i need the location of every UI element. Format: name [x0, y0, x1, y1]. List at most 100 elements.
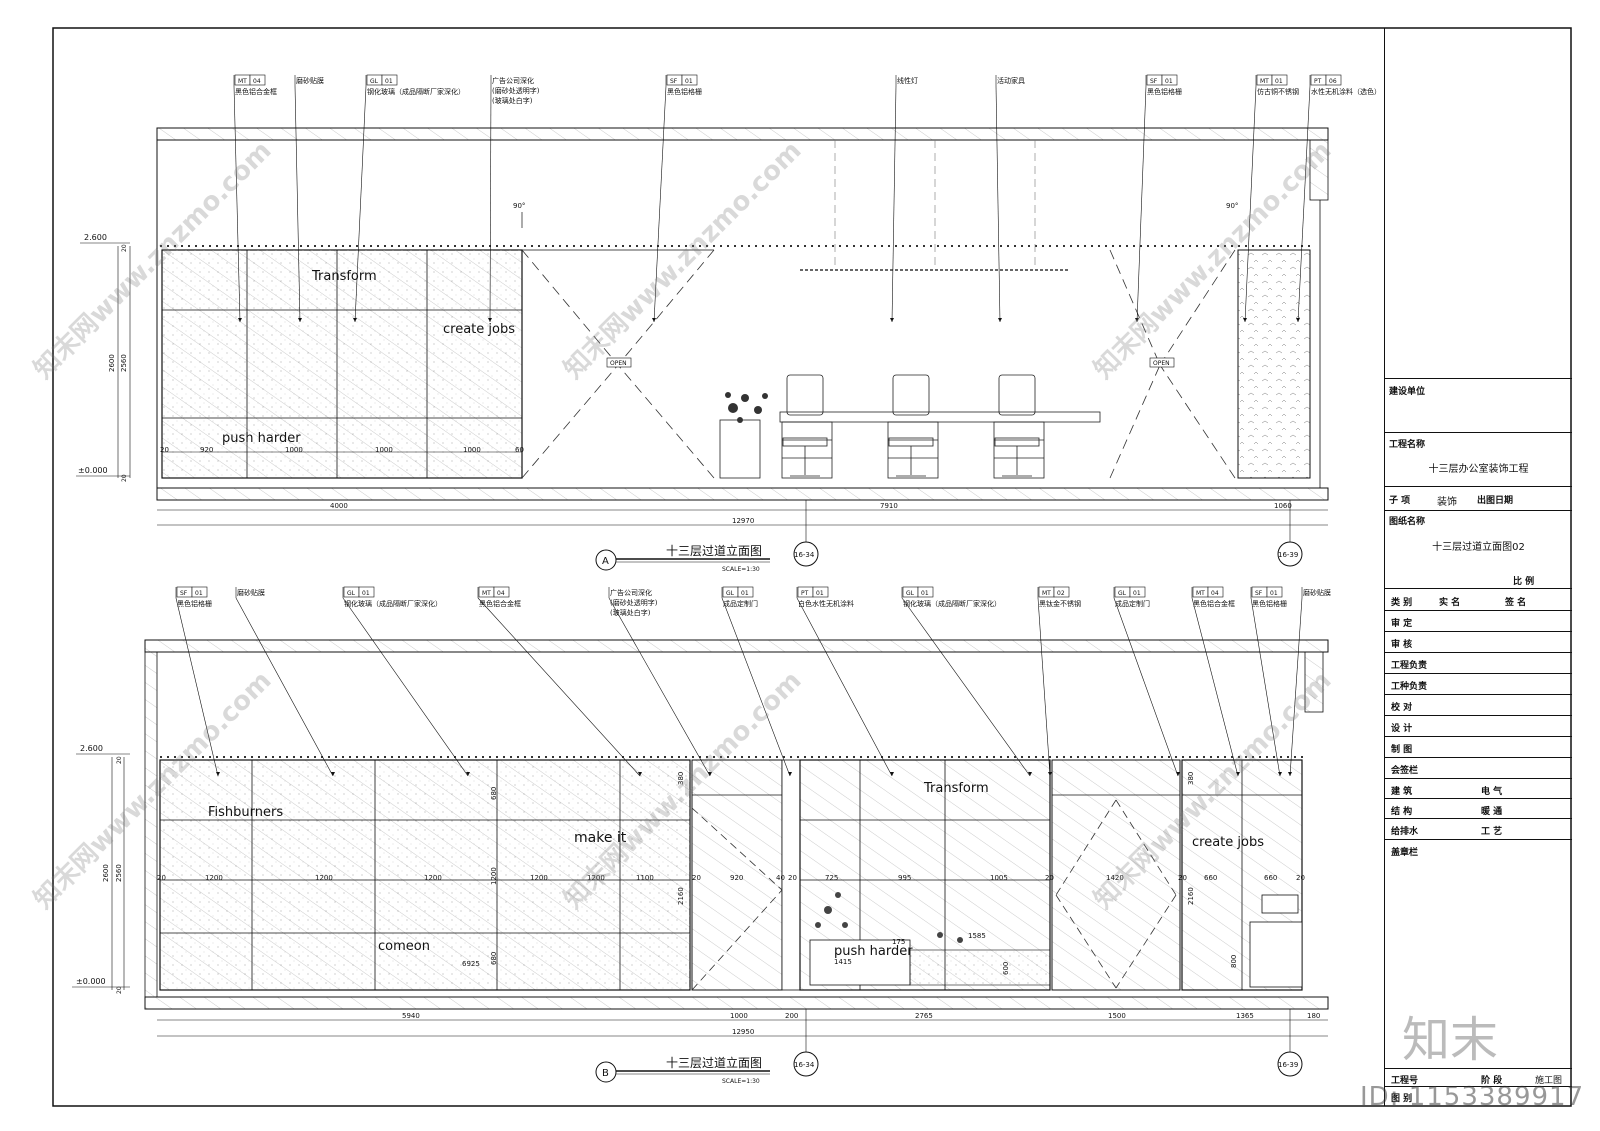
tag-code: PT — [1314, 78, 1322, 85]
dim-text: 1420 — [1106, 874, 1124, 882]
glass-word-comeon: comeon — [378, 939, 430, 954]
dim-text: 7910 — [880, 502, 898, 510]
door-open-a1: OPEN 90° — [513, 202, 715, 479]
dim-text: 380 — [1187, 772, 1195, 785]
level-top-b: 2.600 — [80, 744, 103, 753]
tag-code: GL — [370, 78, 379, 85]
glass-word-make-it: make it — [574, 830, 627, 846]
callout-text: 黑色铝合金框 — [479, 599, 521, 608]
textured-wall-a — [1237, 249, 1311, 479]
dim-text: 1000 — [730, 1012, 748, 1020]
client-label: 建设单位 — [1389, 387, 1426, 397]
title-block: 建设单位 工程名称 十三层办公室装饰工程 子 项 装饰 出图日期 图纸名称 十三… — [1384, 28, 1572, 1106]
axis-bubble — [793, 1051, 819, 1077]
callout-text: 黑色铝格栅 — [177, 599, 212, 608]
dim-text: 1000 — [285, 446, 303, 454]
callout-text: 白色水性无机涂料 — [798, 599, 854, 608]
arrow-icon — [708, 772, 712, 776]
dim-text: 1365 — [1236, 1012, 1254, 1020]
tag-code: SF — [1150, 78, 1158, 85]
tag-box — [381, 74, 398, 86]
arrow-icon — [890, 318, 894, 322]
material-callout: 磨砂贴膜 — [235, 587, 335, 777]
arrow-icon — [1278, 772, 1282, 776]
callout-text: 仿古铜不锈钢 — [1257, 87, 1299, 96]
arrow-icon — [216, 772, 220, 776]
elevation-b: Fishburners make it comeon Transform pus… — [72, 639, 1329, 1085]
callout-text: 黑色铝格栅 — [667, 87, 702, 96]
project-value: 十三层办公室装饰工程 — [1428, 464, 1529, 475]
countersign-label: 会签栏 — [1391, 766, 1419, 776]
tag-number: 01 — [362, 590, 370, 597]
role: 校 对 — [1391, 703, 1413, 713]
arrow-icon — [890, 772, 894, 776]
plant-a — [725, 392, 768, 423]
dim-text: 180 — [1307, 1012, 1320, 1020]
door-label: OPEN — [610, 360, 627, 367]
tag-box — [493, 586, 510, 598]
title-a: 十三层过道立面图 — [666, 543, 762, 558]
drawing-value: 十三层过道立面图02 — [1432, 542, 1525, 553]
dim-text: 20 — [116, 756, 123, 764]
callout-text: 广告公司深化 — [492, 76, 534, 85]
sheet-border — [52, 27, 1572, 1107]
tag-box — [1161, 74, 1178, 86]
callout-text: 磨砂贴膜 — [1303, 588, 1331, 597]
glass-word-transform-b: Transform — [923, 781, 989, 796]
arrow-icon — [466, 772, 470, 776]
axis-label: 16-34 — [794, 551, 815, 559]
floor-band-a — [156, 487, 1329, 501]
dim-text: 20 — [116, 986, 123, 994]
dim-text: 920 — [730, 874, 743, 882]
arrow-icon — [1048, 772, 1052, 776]
door-b1 — [691, 759, 783, 991]
callout-text: 黑钛金不锈钢 — [1039, 599, 1081, 608]
dim-text: 600 — [1002, 962, 1010, 975]
project-no-label: 工程号 — [1391, 1076, 1419, 1086]
material-callout: 磨砂贴膜 — [1288, 587, 1331, 777]
ceiling-band-b — [144, 639, 1329, 653]
dim-text: 995 — [898, 874, 911, 882]
scale-a: SCALE=1:30 — [722, 566, 760, 573]
tag-box — [737, 586, 754, 598]
discipline: 结 构 — [1391, 807, 1413, 817]
title-b: 十三层过道立面图 — [666, 1055, 762, 1070]
dim-text: 2560 — [115, 864, 123, 882]
door-label: OPEN — [1153, 360, 1170, 367]
arrow-icon — [331, 772, 335, 776]
dim-text: 1200 — [315, 874, 333, 882]
tag-number: 01 — [1275, 78, 1283, 85]
callout-text: 成品定制门 — [1115, 599, 1150, 608]
axis-bubble — [793, 541, 819, 567]
role: 设 计 — [1391, 724, 1413, 734]
callout-text: 活动家具 — [997, 76, 1025, 85]
sub-label: 子 项 — [1389, 496, 1411, 506]
door-open-a2: OPEN 90° — [1109, 202, 1238, 479]
material-callout: 广告公司深化(磨砂处透明字)(玻璃处白字) — [608, 587, 712, 777]
arrow-icon — [1236, 772, 1240, 776]
glass-word-push-harder-a: push harder — [222, 431, 301, 446]
dim-text: 680 — [490, 787, 498, 800]
dim-text: 1200 — [490, 867, 498, 885]
sheet-label: 图 别 — [1391, 1094, 1413, 1104]
tag-number: 04 — [1211, 590, 1219, 597]
title-bubble-a — [595, 549, 617, 571]
znzmo-logo: 知末 — [1402, 1012, 1499, 1068]
arrow-icon — [1288, 772, 1292, 776]
arrow-icon — [353, 318, 357, 322]
arrow-icon — [652, 318, 656, 322]
callout-text: 钢化玻璃（成品隔断厂家深化） — [344, 599, 442, 608]
tag-box — [1271, 74, 1288, 86]
dim-text: 20 — [1178, 874, 1187, 882]
head-name: 实 名 — [1439, 598, 1461, 608]
dim-text: 20 — [157, 874, 166, 882]
